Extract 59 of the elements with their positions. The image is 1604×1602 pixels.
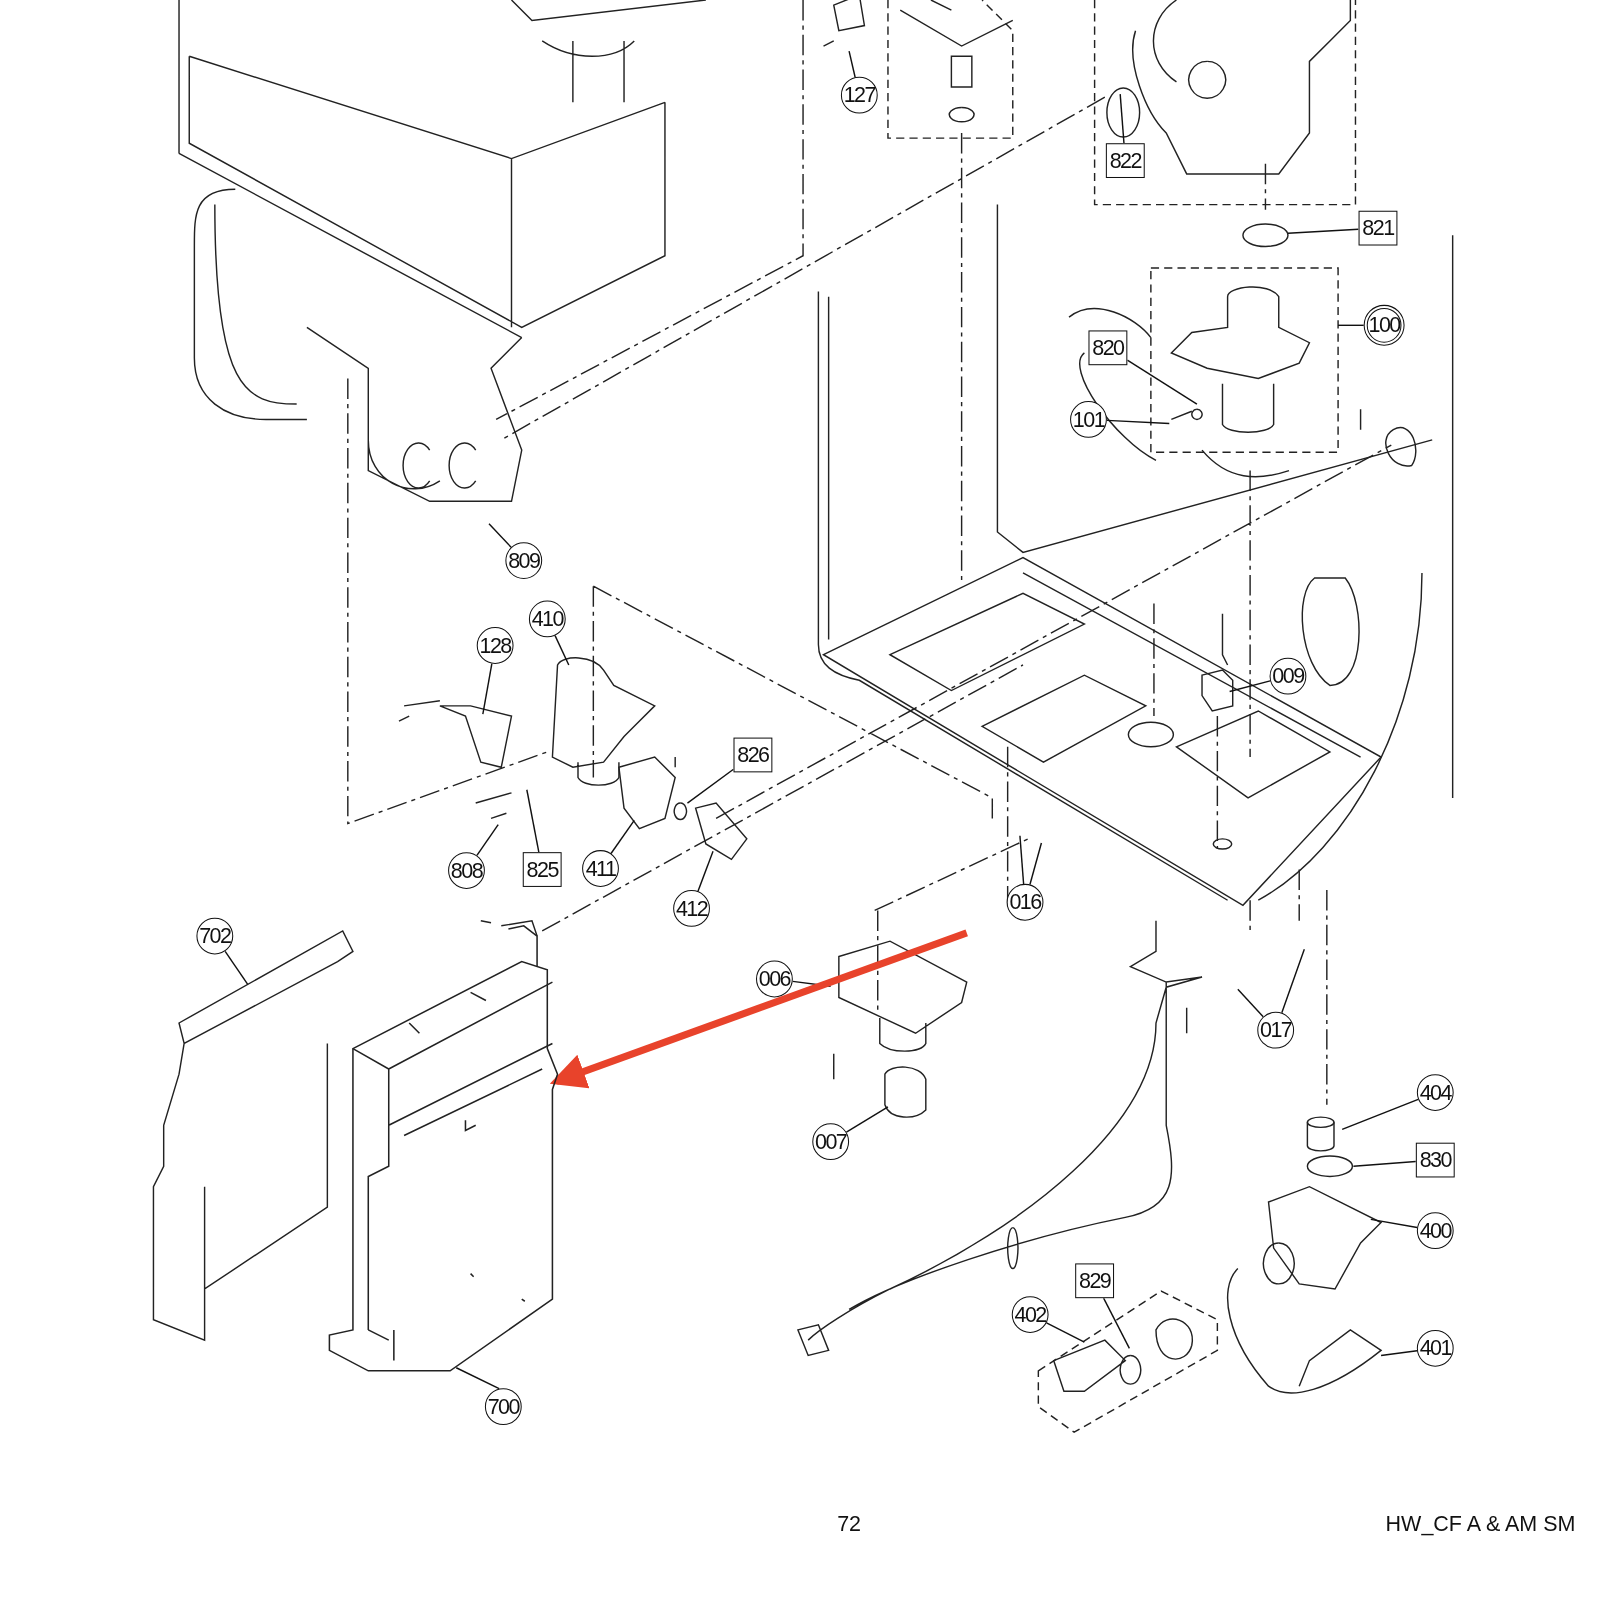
- leader-line: [1119, 93, 1125, 144]
- callout-number: 400: [1416, 1212, 1454, 1250]
- callout-number: 017: [1257, 1011, 1295, 1049]
- highlight-arrow: [549, 929, 968, 1089]
- leader-line: [1228, 680, 1271, 693]
- callout-number: 404: [1416, 1074, 1454, 1111]
- leader-line: [1380, 1350, 1418, 1357]
- callout-number: 127: [840, 76, 878, 114]
- leader-line: [1287, 228, 1360, 234]
- callout-number: 809: [505, 542, 543, 579]
- leader-line: [1029, 842, 1043, 886]
- callout-number: 700: [484, 1388, 522, 1426]
- leader-line: [1045, 1322, 1086, 1343]
- callout-number: 101: [1070, 401, 1107, 438]
- callout-number: 702: [196, 917, 234, 955]
- callout-number: 009: [1269, 657, 1307, 695]
- leader-line: [1106, 419, 1170, 425]
- leader-line: [1352, 1160, 1417, 1167]
- document-code: HW_CF A & AM SM: [1385, 1512, 1576, 1537]
- leader-line: [1237, 988, 1264, 1018]
- leader-line: [488, 523, 512, 548]
- leader-line: [526, 789, 540, 853]
- leader-line: [1370, 1218, 1418, 1229]
- callout-number: 401: [1416, 1329, 1454, 1367]
- callout-number: 016: [1006, 883, 1044, 921]
- leader-line: [697, 850, 714, 892]
- leader-line: [1341, 1098, 1419, 1131]
- leader-line: [792, 980, 832, 987]
- callout-number: 826: [733, 737, 773, 773]
- callout-number: 411: [582, 850, 619, 887]
- leader-line: [554, 634, 570, 666]
- leader-line: [482, 662, 493, 715]
- page-number: 72: [837, 1512, 862, 1537]
- leader-line: [686, 768, 735, 804]
- leader-line: [845, 1106, 889, 1133]
- leader-line: [1281, 948, 1306, 1014]
- callout-number: 808: [448, 852, 485, 889]
- callout-number: 821: [1358, 210, 1398, 246]
- leader-line: [1126, 359, 1198, 405]
- leader-line: [224, 950, 249, 985]
- callout-number: 830: [1415, 1142, 1455, 1178]
- callout-number: 820: [1088, 330, 1128, 366]
- callout-number: 822: [1105, 143, 1145, 178]
- callout-number: 007: [812, 1123, 850, 1161]
- leader-line: [610, 819, 635, 855]
- callout-number: 829: [1075, 1263, 1115, 1299]
- leader-line: [1337, 324, 1365, 327]
- leader-line: [476, 823, 499, 857]
- callout-number: 412: [673, 890, 710, 927]
- leader-line: [1102, 1297, 1131, 1350]
- leader-line: [848, 50, 856, 78]
- callout-number: 100: [1363, 304, 1405, 346]
- callout-number: 410: [528, 600, 566, 638]
- leader-line: [455, 1367, 500, 1390]
- leader-line: [1019, 835, 1025, 885]
- callout-number: 128: [476, 627, 514, 664]
- callout-number: 825: [522, 852, 562, 887]
- callout-number: 006: [756, 960, 793, 998]
- callout-number: 402: [1011, 1296, 1049, 1333]
